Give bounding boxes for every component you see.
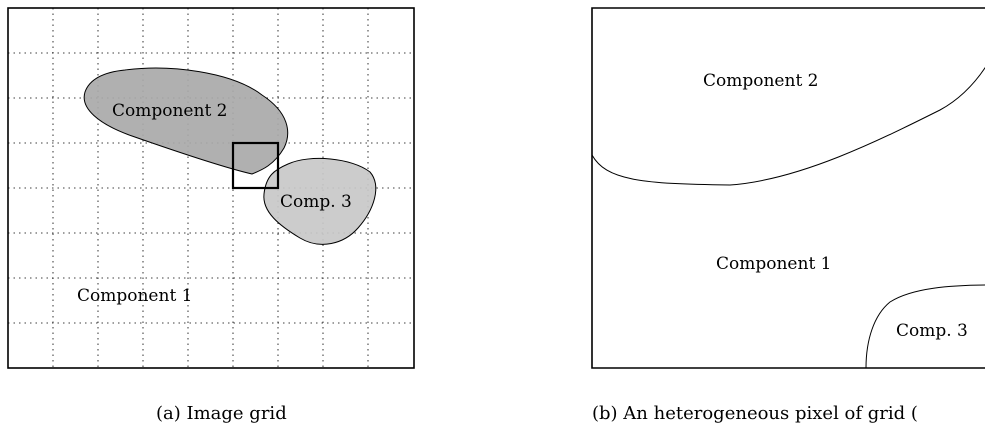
heterogeneous-pixel-highlight — [231, 141, 280, 190]
panel-a-border — [7, 7, 415, 369]
panel-b: Component 2 Component 1 Comp. 3 — [591, 7, 985, 369]
component-3-region — [263, 157, 377, 245]
panel-a-component-2-label: Component 2 — [112, 101, 228, 121]
boundary-component-1-3 — [865, 284, 985, 369]
caption-b: (b) An heterogeneous pixel of grid ( — [592, 403, 918, 424]
caption-a: (a) Image grid — [156, 403, 287, 424]
panel-a-component-1-label: Component 1 — [77, 286, 193, 306]
panel-b-border — [591, 7, 985, 369]
boundary-component-2-1 — [591, 66, 985, 186]
panel-b-component-2-label: Component 2 — [703, 71, 819, 91]
panel-a-component-3-label: Comp. 3 — [280, 192, 352, 212]
panel-b-component-1-label: Component 1 — [716, 254, 832, 274]
panel-b-background — [592, 8, 985, 368]
panel-a: Component 2 Comp. 3 Component 1 — [7, 7, 415, 369]
component-2-region — [83, 67, 289, 175]
panel-b-component-3-label: Comp. 3 — [896, 321, 968, 341]
